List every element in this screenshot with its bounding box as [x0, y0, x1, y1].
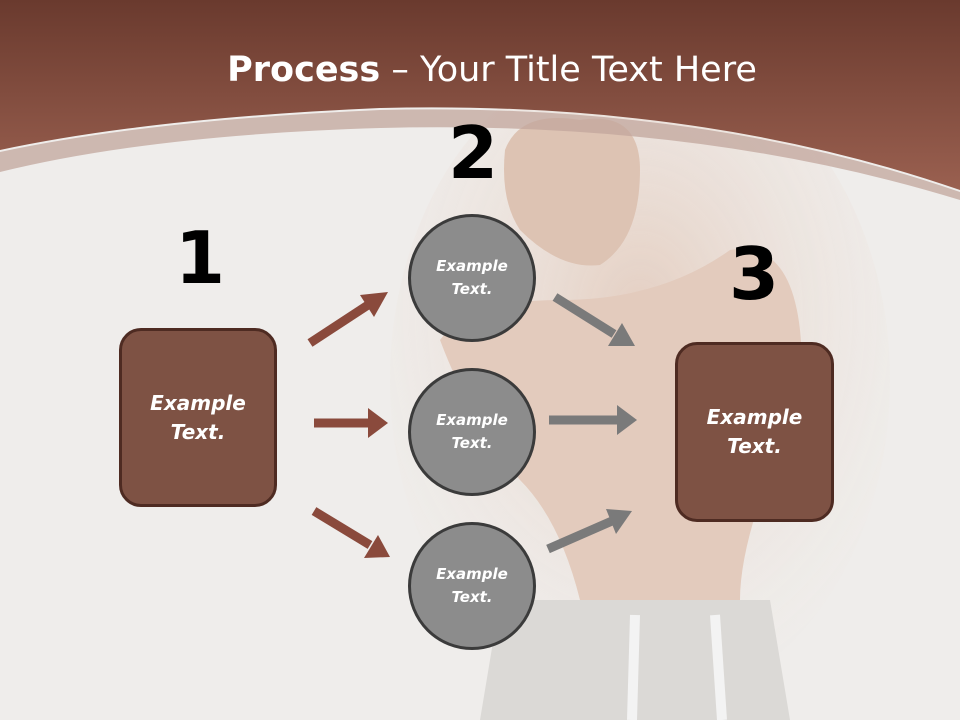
- step-number-2: 2: [447, 111, 499, 195]
- circle-middle-text-line1: Example: [436, 411, 508, 429]
- arrows-right: [546, 293, 637, 554]
- arrow-to-middle-circle: [314, 408, 388, 438]
- arrows-left: [307, 292, 390, 558]
- step-1-text-line1: Example: [150, 390, 246, 415]
- circle-bottom-text-line1: Example: [436, 565, 508, 583]
- step-number-3: 3: [728, 232, 780, 316]
- title-rest: – Your Title Text Here: [380, 50, 757, 90]
- arrow-from-bottom-circle: [546, 509, 632, 554]
- step-1-text-line2: Text.: [170, 419, 226, 444]
- arrow-to-bottom-circle: [311, 507, 390, 558]
- circle-bottom: Example Text.: [408, 522, 536, 650]
- step-3-text-line1: Example: [706, 405, 803, 429]
- arrow-to-top-circle: [307, 292, 388, 347]
- step-3-box: Example Text.: [675, 342, 834, 522]
- slide-title: Process – Your Title Text Here: [0, 50, 960, 90]
- circle-top: Example Text.: [408, 214, 536, 342]
- circle-bottom-text-line2: Text.: [451, 588, 493, 606]
- arrow-from-top-circle: [552, 293, 635, 346]
- circle-middle-text-line2: Text.: [451, 434, 493, 452]
- arrow-from-middle-circle: [549, 405, 637, 435]
- circle-top-text-line1: Example: [436, 257, 508, 275]
- circle-top-text-line2: Text.: [451, 280, 493, 298]
- header-band: [0, 0, 960, 190]
- step-3-text-line2: Text.: [727, 434, 782, 458]
- circle-middle: Example Text.: [408, 368, 536, 496]
- title-bold: Process: [227, 50, 381, 90]
- step-1-box: Example Text.: [119, 328, 277, 507]
- header-curve-accent: [0, 109, 960, 200]
- step-number-1: 1: [174, 216, 226, 300]
